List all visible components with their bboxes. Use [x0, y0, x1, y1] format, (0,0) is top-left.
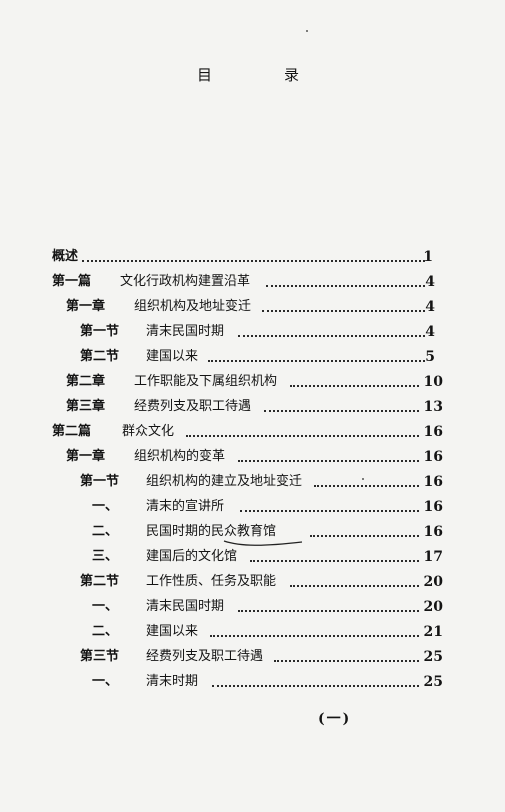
toc-entry-title: 清末时期 — [146, 674, 199, 689]
leader-dots — [238, 588, 419, 612]
toc-entry-label: 三、 — [92, 549, 119, 564]
leader-dots — [82, 238, 425, 262]
toc-entry-label: 第一节 — [80, 474, 120, 489]
toc-entry-page: 16 — [423, 524, 443, 540]
title-char-right: 录 — [284, 66, 300, 84]
toc-entry-title: 组织机构的建立及地址变迁 — [146, 474, 303, 489]
toc-entry-label: 第二节 — [80, 349, 120, 364]
toc-entry: 一、 清末民国时期 20 — [0, 595, 505, 619]
leader-dots — [290, 563, 419, 587]
toc-entry: 第二篇 群众文化 16 — [0, 420, 505, 444]
toc-entry-label: 第一节 — [80, 324, 120, 339]
toc-entry: 第一章 组织机构的变革 16 — [0, 445, 505, 469]
toc-entry-page: 16 — [423, 474, 443, 490]
toc-entry-title: 经费列支及职工待遇 — [146, 649, 264, 664]
scan-speck — [306, 30, 308, 32]
toc-entry-label: 一、 — [92, 599, 119, 614]
leader-dots — [310, 513, 419, 537]
toc-entry: 二、 建国以来 21 — [0, 620, 505, 644]
toc-entry-page: 13 — [423, 399, 443, 415]
toc-entry-title: 清末的宣讲所 — [146, 499, 225, 514]
leader-dots — [262, 288, 425, 312]
toc-entry-title: 群众文化 — [122, 424, 175, 439]
page-title: 目 录 — [0, 64, 505, 88]
toc-entry-title: 建国以来 — [146, 349, 199, 364]
toc-entry-page: 17 — [423, 549, 443, 565]
toc-entry: 第一节 清末民国时期 4 — [0, 320, 505, 344]
toc-entry-label: 第二节 — [80, 574, 120, 589]
page-number-marker: (一) — [318, 711, 352, 727]
leader-dots — [274, 638, 419, 662]
toc-entry-title: 民国时期的民众教育馆 — [146, 524, 277, 539]
toc-entry-title: 组织机构的变革 — [134, 449, 226, 464]
toc-entry: 概述 1 — [0, 245, 505, 269]
toc-entry-label: 二、 — [92, 524, 119, 539]
toc-entry-title: 文化行政机构建置沿革 — [120, 274, 251, 289]
leader-dots — [210, 613, 419, 637]
toc-entry-page: 5 — [425, 349, 435, 365]
toc-entry: 一、 清末时期 25 — [0, 670, 505, 694]
toc-entry: 三、 建国后的文化馆 17 — [0, 545, 505, 569]
toc-entry: 第一章 组织机构及地址变迁 4 — [0, 295, 505, 319]
leader-dots — [238, 438, 419, 462]
toc-entry-label: 第二章 — [66, 374, 106, 389]
title-char-left: 目 — [197, 66, 213, 84]
toc-entry-title: 建国后的文化馆 — [146, 549, 238, 564]
toc-entry: 第二节 建国以来 5 — [0, 345, 505, 369]
toc-entry: 第三节 经费列支及职工待遇 25 — [0, 645, 505, 669]
toc-entry-page: 20 — [423, 574, 443, 590]
toc-entry-label: 一、 — [92, 674, 119, 689]
toc-entry-page: 20 — [423, 599, 443, 615]
leader-dots — [250, 538, 419, 562]
toc-entry-title: 工作职能及下属组织机构 — [134, 374, 278, 389]
toc-entry: 第二节 工作性质、任务及职能 20 — [0, 570, 505, 594]
leader-dots — [240, 488, 419, 512]
toc-entry: 第一篇 文化行政机构建置沿革 4 — [0, 270, 505, 294]
toc-entry-page: 25 — [423, 649, 443, 665]
toc-entry-label: 概述 — [52, 249, 79, 264]
toc-entry-title: 建国以来 — [146, 624, 199, 639]
toc-entry-page: 21 — [423, 624, 443, 640]
toc-entry-label: 第一章 — [66, 449, 106, 464]
leader-dots — [314, 463, 419, 487]
toc-entry-label: 第一篇 — [52, 274, 92, 289]
toc-entry: 第二章 工作职能及下属组织机构 10 — [0, 370, 505, 394]
leader-dots — [212, 663, 419, 687]
toc-entry-title: 经费列支及职工待遇 — [134, 399, 252, 414]
toc-entry-title: 工作性质、任务及职能 — [146, 574, 277, 589]
handwritten-underline — [223, 540, 303, 546]
toc-entry-page: 16 — [423, 449, 443, 465]
toc-entry-page: 16 — [423, 499, 443, 515]
scan-speck — [362, 478, 364, 480]
leader-dots — [238, 313, 425, 337]
leader-dots — [208, 338, 425, 362]
toc-entry-page: 4 — [425, 324, 435, 340]
leader-dots — [290, 363, 419, 387]
toc-entry-title: 组织机构及地址变迁 — [134, 299, 252, 314]
toc-entry: 第一节 组织机构的建立及地址变迁 16 — [0, 470, 505, 494]
toc-entry: 一、 清末的宣讲所 16 — [0, 495, 505, 519]
toc-entry-label: 第三章 — [66, 399, 106, 414]
toc-entry: 第三章 经费列支及职工待遇 13 — [0, 395, 505, 419]
toc-entry-label: 二、 — [92, 624, 119, 639]
toc-entry-title: 清末民国时期 — [146, 324, 225, 339]
toc-entry-label: 第二篇 — [52, 424, 92, 439]
toc-entry-page: 4 — [425, 274, 435, 290]
leader-dots — [264, 388, 419, 412]
toc-entry-label: 第三节 — [80, 649, 120, 664]
leader-dots — [186, 413, 419, 437]
toc-entry-title: 清末民国时期 — [146, 599, 225, 614]
toc-entry-page: 4 — [425, 299, 435, 315]
toc-entry: 二、 民国时期的民众教育馆 16 — [0, 520, 505, 544]
toc-entry-page: 1 — [423, 249, 433, 265]
leader-dots — [266, 263, 425, 287]
toc-entry-label: 第一章 — [66, 299, 106, 314]
toc-entry-page: 25 — [423, 674, 443, 690]
toc-entry-page: 16 — [423, 424, 443, 440]
toc-entry-page: 10 — [423, 374, 443, 390]
toc-entry-label: 一、 — [92, 499, 119, 514]
